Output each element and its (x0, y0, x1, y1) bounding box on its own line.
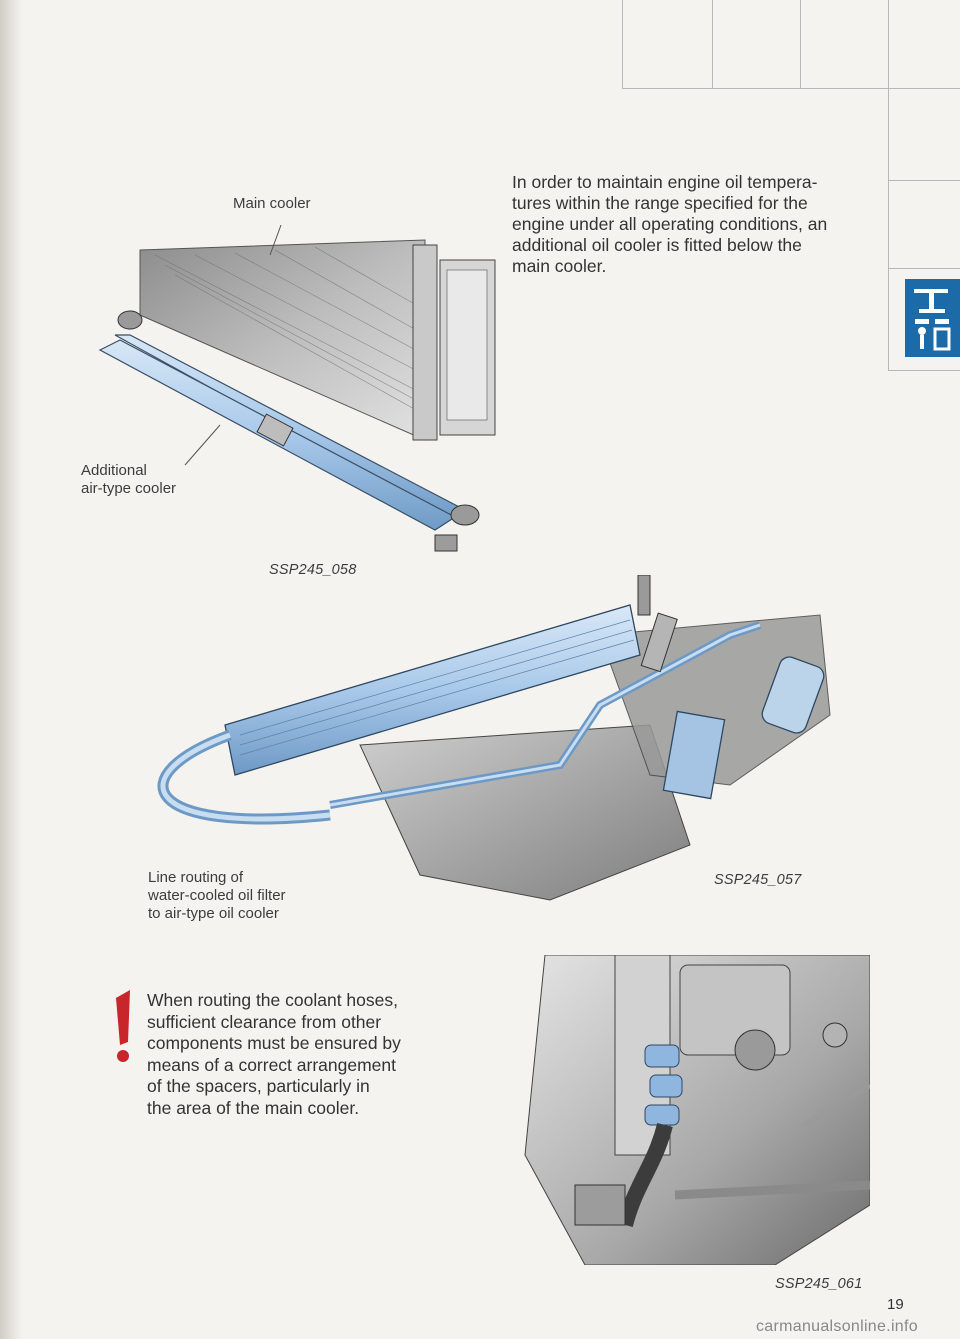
figure-line-routing-illustration (130, 575, 850, 905)
warning-line: of the spacers, particularly in (147, 1076, 370, 1096)
side-grid-line (888, 268, 960, 269)
warning-line: means of a correct arrangement (147, 1054, 397, 1075)
figure-coolant-hose-illustration (515, 955, 870, 1265)
figure3-caption: SSP245_061 (775, 1276, 863, 1292)
intro-line: engine under all operating conditions, a… (512, 214, 828, 234)
label-line-routing-2: water-cooled oil filter (148, 887, 286, 904)
warning-line: When routing the coolant hoses, (147, 990, 398, 1010)
label-additional-cooler-line1: Additional (81, 462, 147, 479)
label-additional-cooler-line2: air-type cooler (81, 480, 177, 497)
warning-icon (113, 990, 133, 1064)
header-grid-line (800, 0, 801, 88)
page-number: 19 (887, 1296, 904, 1313)
header-grid-line (888, 0, 889, 370)
intro-line: main cooler. (512, 256, 607, 276)
warning-line: the area of the main cooler. (147, 1097, 360, 1118)
intro-line: tures within the range specified for the (512, 193, 808, 213)
figure-main-cooler-illustration (95, 225, 515, 570)
warning-line: components must be ensured by (147, 1033, 401, 1053)
chapter-tab-icon (905, 279, 960, 357)
header-grid-line (712, 0, 713, 88)
header-grid-line (622, 88, 960, 89)
intro-paragraph: In order to maintain engine oil tempera-… (512, 172, 872, 277)
footer-watermark: carmanualsonline.info (756, 1318, 918, 1335)
page-spine-shadow (0, 0, 22, 1339)
label-main-cooler: Main cooler (233, 195, 311, 212)
side-grid-line (888, 180, 960, 181)
warning-line: sufficient clearance from other (147, 1011, 382, 1032)
figure2-caption: SSP245_057 (714, 872, 802, 888)
intro-line: In order to maintain engine oil tempera- (512, 172, 818, 192)
label-line-routing-3: to air-type oil cooler (148, 905, 279, 922)
warning-text: When routing the coolant hoses, sufficie… (147, 990, 467, 1119)
intro-line: additional oil cooler is fitted below th… (512, 235, 802, 255)
label-line-routing-1: Line routing of (148, 869, 244, 886)
figure1-caption: SSP245_058 (269, 562, 357, 578)
side-grid-line (888, 370, 960, 371)
header-grid-line (622, 0, 623, 88)
